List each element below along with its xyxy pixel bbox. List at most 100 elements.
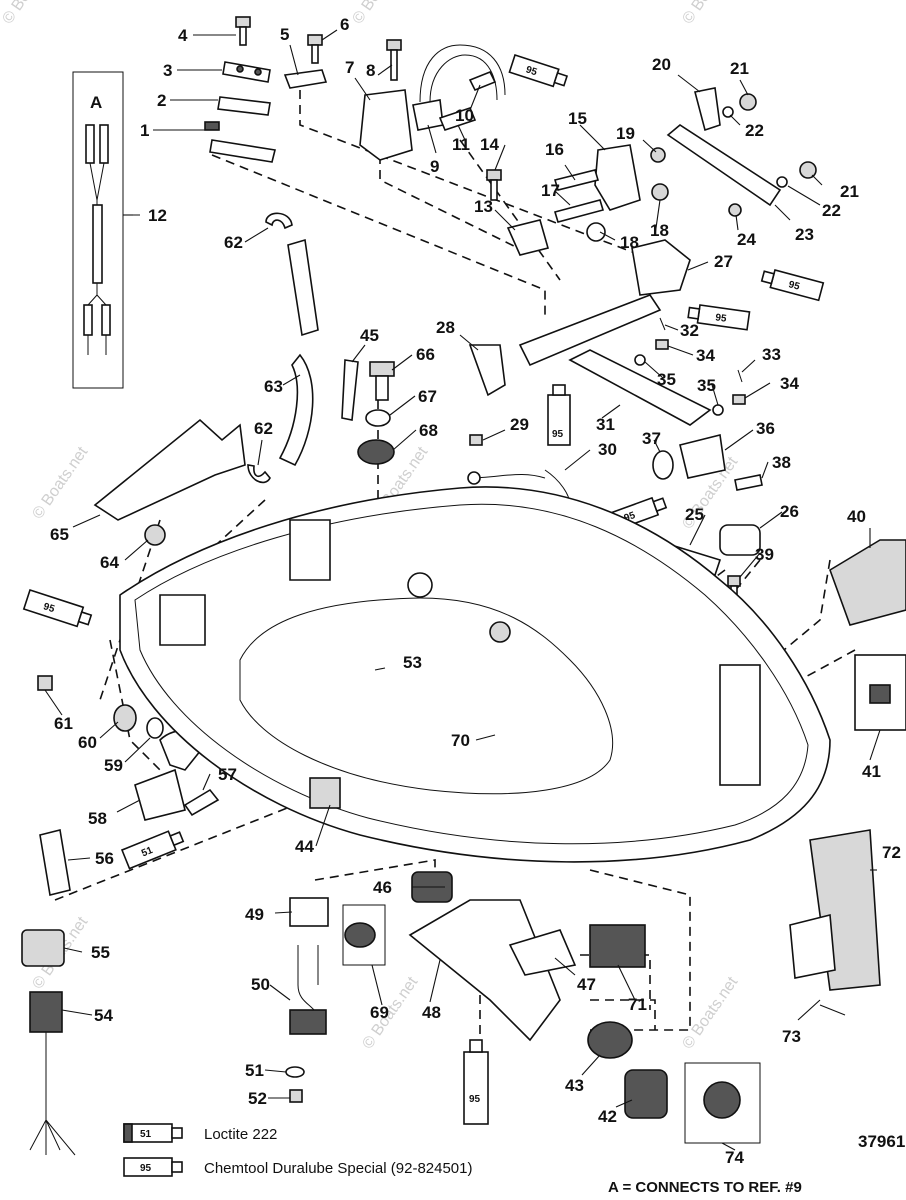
callout-35: 35 — [697, 376, 716, 395]
callout-43: 43 — [565, 1076, 584, 1095]
callout-31: 31 — [596, 415, 615, 434]
callout-20: 20 — [652, 55, 671, 74]
bottom-cowl — [119, 486, 831, 863]
leader-lines — [44, 29, 881, 1151]
callout-71: 71 — [628, 995, 647, 1014]
top-parts — [204, 16, 906, 731]
callout-35: 35 — [657, 370, 676, 389]
callout-15: 15 — [568, 109, 587, 128]
callout-30: 30 — [598, 440, 617, 459]
svg-text:95: 95 — [469, 1094, 481, 1105]
tube-95: 95 — [760, 269, 825, 302]
callout-40: 40 — [847, 507, 866, 526]
inset-letter: A — [90, 93, 102, 112]
callout-74: 74 — [725, 1148, 744, 1167]
legend-text: Loctite 222 — [204, 1126, 277, 1143]
svg-text:95: 95 — [140, 1163, 152, 1174]
callout-9: 9 — [430, 157, 439, 176]
callout-5: 5 — [280, 25, 289, 44]
callout-26: 26 — [780, 502, 799, 521]
legend-text: Chemtool Duralube Special (92-824501) — [204, 1160, 473, 1177]
figure-number: 37961 — [858, 1132, 905, 1151]
callout-60: 60 — [78, 733, 97, 752]
svg-text:95: 95 — [42, 601, 56, 615]
svg-text:51: 51 — [140, 1129, 152, 1140]
callout-34: 34 — [696, 346, 715, 365]
callout-37: 37 — [642, 429, 661, 448]
callout-66: 66 — [416, 345, 435, 364]
svg-text:95: 95 — [715, 312, 728, 325]
svg-text:51: 51 — [140, 845, 155, 860]
callout-58: 58 — [88, 809, 107, 828]
callout-2: 2 — [157, 91, 166, 110]
callout-65: 65 — [50, 525, 69, 544]
callout-63: 63 — [264, 377, 283, 396]
callout-8: 8 — [366, 61, 375, 80]
callout-69: 69 — [370, 1003, 389, 1022]
callout-24: 24 — [737, 230, 756, 249]
callout-16: 16 — [545, 140, 564, 159]
tube-95: 95 — [687, 304, 751, 331]
left-parts — [21, 212, 571, 1156]
callout-17: 17 — [541, 181, 560, 200]
callout-14: 14 — [480, 135, 499, 154]
watermark: © Boats.net — [29, 443, 91, 522]
callout-32: 32 — [680, 321, 699, 340]
tube-95: 95 — [463, 1039, 489, 1125]
callout-19: 19 — [616, 124, 635, 143]
callout-18: 18 — [650, 221, 669, 240]
watermark: © Boats.net — [349, 0, 411, 27]
callout-57: 57 — [218, 765, 237, 784]
callout-21: 21 — [840, 182, 859, 201]
connection-note: A = CONNECTS TO REF. #9 — [608, 1179, 802, 1196]
callout-33: 33 — [762, 345, 781, 364]
callout-36: 36 — [756, 419, 775, 438]
callout-1: 1 — [140, 121, 149, 140]
callout-39: 39 — [755, 545, 774, 564]
callout-45: 45 — [360, 326, 379, 345]
callout-29: 29 — [510, 415, 529, 434]
callout-41: 41 — [862, 762, 881, 781]
callout-53: 53 — [403, 653, 422, 672]
callout-50: 50 — [251, 975, 270, 994]
callout-42: 42 — [598, 1107, 617, 1126]
callout-44: 44 — [295, 837, 314, 856]
watermark: © Boats.net — [0, 0, 62, 27]
callout-47: 47 — [577, 975, 596, 994]
legend: 51 Loctite 222 95 Chemtool Duralube Spec… — [123, 1123, 473, 1177]
callout-23: 23 — [795, 225, 814, 244]
callout-62: 62 — [254, 419, 273, 438]
callout-68: 68 — [419, 421, 438, 440]
svg-text:95: 95 — [552, 429, 564, 440]
callout-70: 70 — [451, 731, 470, 750]
callout-38: 38 — [772, 453, 791, 472]
watermark: © Boats.net — [359, 973, 421, 1052]
callout-11: 11 — [452, 135, 470, 154]
callout-67: 67 — [418, 387, 437, 406]
legend-item-95: 95 Chemtool Duralube Special (92-824501) — [123, 1157, 473, 1177]
callout-49: 49 — [245, 905, 264, 924]
callout-55: 55 — [91, 943, 110, 962]
callout-73: 73 — [782, 1027, 801, 1046]
callout-12: 12 — [148, 206, 167, 225]
callout-46: 46 — [373, 878, 392, 897]
callout-56: 56 — [95, 849, 114, 868]
callout-48: 48 — [422, 1003, 441, 1022]
svg-text:95: 95 — [524, 64, 538, 78]
svg-text:95: 95 — [787, 279, 801, 293]
tube-51: 51 — [120, 830, 185, 870]
callout-28: 28 — [436, 318, 455, 337]
callout-64: 64 — [100, 553, 119, 572]
inset-a: A — [72, 71, 140, 389]
legend-item-51: 51 Loctite 222 — [123, 1123, 277, 1143]
callout-51: 51 — [245, 1061, 264, 1080]
callout-61: 61 — [54, 714, 73, 733]
lubricant-tubes: 95 95 95 95 95 95 51 — [22, 53, 825, 1125]
tube-95: 95 — [22, 588, 93, 628]
callout-59: 59 — [104, 756, 123, 775]
callout-54: 54 — [94, 1006, 113, 1025]
callout-22: 22 — [822, 201, 841, 220]
tube-95: 95 — [508, 53, 569, 88]
callout-10: 10 — [455, 106, 474, 125]
